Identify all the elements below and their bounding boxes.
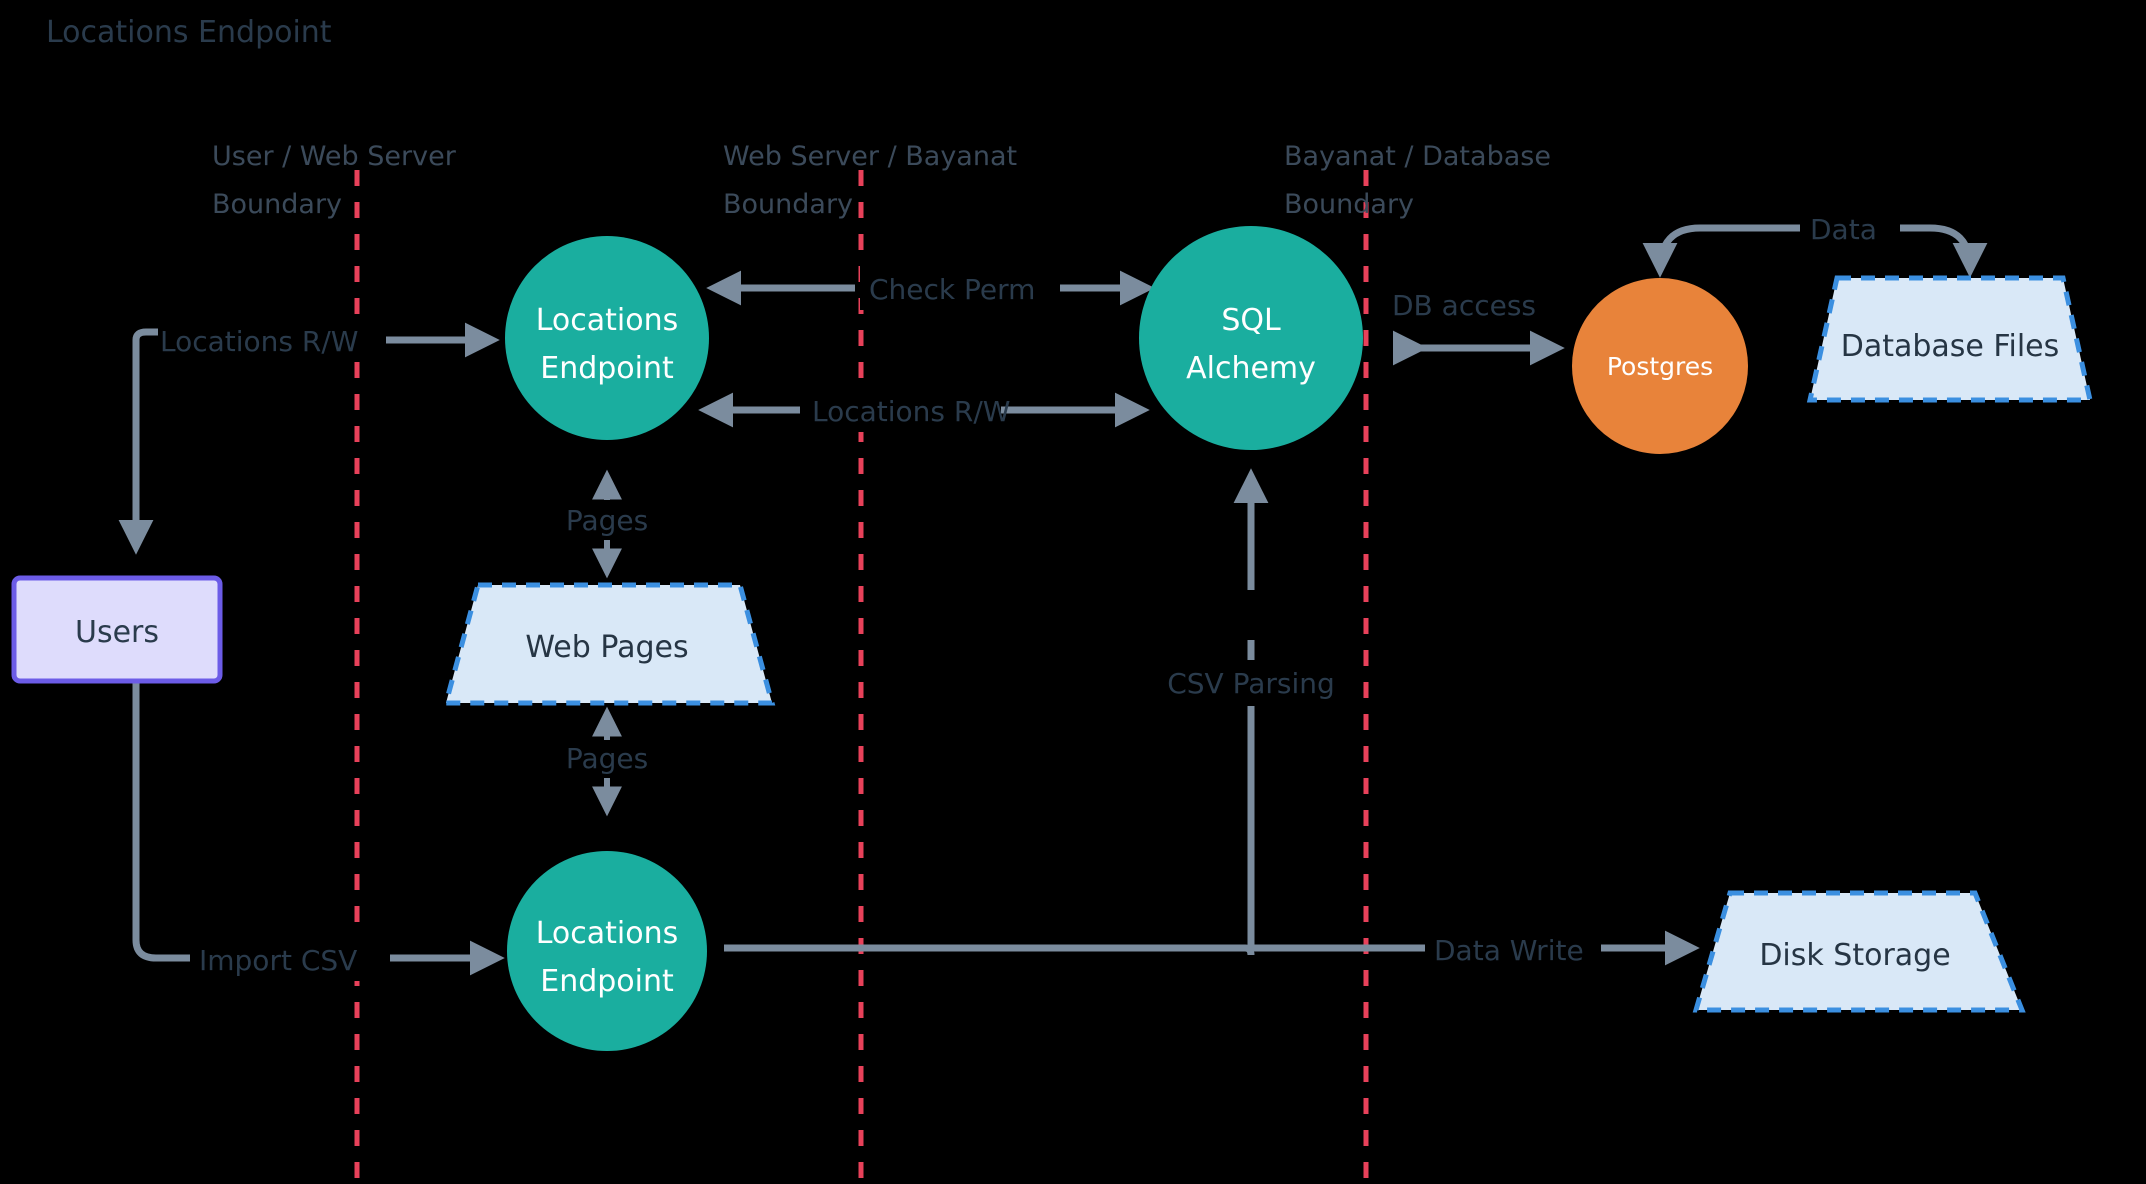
boundary-label-web-server-bayanat-line2: Boundary	[723, 189, 853, 220]
node-label-locations-endpoint-top-line2: Endpoint	[540, 351, 674, 386]
page-title: Locations Endpoint	[46, 15, 332, 50]
node-database-files[interactable]	[1806, 275, 2094, 403]
flow-line-bottom-endpoint-right	[724, 944, 1255, 956]
flow-label-bg-3	[805, 388, 1001, 432]
flow-label-data-write: Data Write	[1434, 934, 1584, 967]
flow-label-pages-1: Pages	[566, 504, 648, 537]
node-label-sql-alchemy-line2: Alchemy	[1186, 351, 1316, 386]
flow-label-bg-5	[190, 937, 390, 981]
node-web-pages[interactable]	[442, 582, 776, 706]
flow-label-bg-7	[1425, 927, 1601, 971]
node-label-sql-alchemy-line1: SQL	[1221, 303, 1281, 338]
flow-label-import-csv: Import CSV	[199, 944, 357, 977]
node-locations-endpoint-top[interactable]	[505, 236, 709, 440]
node-label-locations-endpoint-top-line1: Locations	[536, 303, 679, 338]
flow-label-data: Data	[1810, 213, 1877, 246]
boundary-label-user-web-server-line2: Boundary	[212, 189, 342, 220]
flow-label-bg-4	[1800, 206, 1900, 250]
node-users[interactable]	[11, 575, 223, 684]
flow-arc-data-right	[1900, 224, 1974, 269]
flow-label-bg-2	[860, 266, 1060, 310]
node-label-web-pages: Web Pages	[525, 630, 688, 665]
node-disk-storage[interactable]	[1692, 890, 2026, 1013]
boundary-label-web-server-bayanat-line1: Web Server / Bayanat	[723, 141, 1017, 172]
flow-label-db-access: DB access	[1392, 289, 1536, 322]
node-locations-endpoint-bottom[interactable]	[507, 851, 707, 1051]
boundary-label-user-web-server-line1: User / Web Server	[212, 141, 457, 172]
node-label-users: Users	[75, 615, 159, 650]
flow-label-pages-2: Pages	[566, 742, 648, 775]
flow-label-csv-parsing: CSV Parsing	[1167, 667, 1335, 700]
boundary-label-bayanat-database-line2: Boundary	[1284, 189, 1414, 220]
node-label-database-files: Database Files	[1841, 329, 2060, 364]
node-label-disk-storage: Disk Storage	[1759, 938, 1950, 973]
flow-label-locations-rw-users: Locations R/W	[160, 325, 359, 358]
flow-label-locations-rw-sqlalchemy: Locations R/W	[812, 395, 1011, 428]
flow-label-check-perm: Check Perm	[869, 273, 1035, 306]
boundary-label-bayanat-database-line1: Bayanat / Database	[1284, 141, 1551, 172]
flow-line-users-import-csv	[132, 680, 190, 962]
flow-arc-data-left	[1656, 224, 1800, 271]
node-postgres[interactable]	[1572, 278, 1748, 454]
node-label-postgres: Postgres	[1607, 352, 1713, 381]
flow-label-bg-6	[1148, 660, 1358, 706]
flow-label-bg-1	[158, 318, 386, 362]
flow-elbow-users	[132, 328, 160, 341]
node-label-locations-endpoint-bottom-line1: Locations	[536, 916, 679, 951]
node-label-locations-endpoint-bottom-line2: Endpoint	[540, 964, 674, 999]
node-sql-alchemy[interactable]	[1139, 226, 1363, 450]
